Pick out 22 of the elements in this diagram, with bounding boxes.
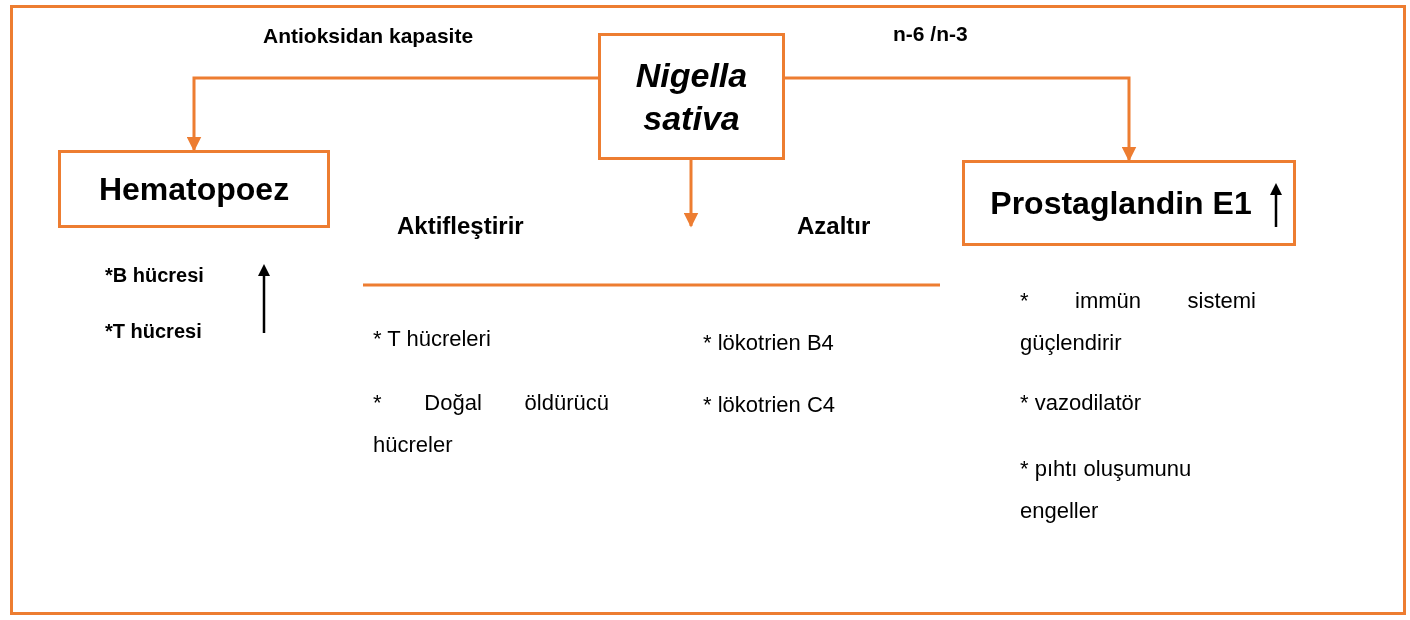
arrow (785, 76, 1137, 162)
note-text: * pıhtı oluşumunu engeller (1020, 455, 1193, 525)
process-box (58, 150, 330, 228)
process-box (598, 33, 785, 160)
node-title: Nigella sativa (634, 55, 749, 139)
process-box (962, 160, 1296, 246)
note-text: * immün sistemi güçlendirir (1020, 287, 1256, 357)
note-text: *B hücresi (105, 263, 205, 288)
note-text: * lökotrien B4 (703, 329, 835, 357)
note-text: * lökotrien C4 (703, 391, 837, 419)
edge-label: Antioksidan kapasite (263, 23, 474, 49)
node-title: Hematopoez (97, 170, 291, 209)
note-text: * T hücreleri (373, 325, 492, 353)
note-text: * Doğal öldürücü hücreler (373, 389, 609, 459)
note-text: Azaltır (797, 211, 872, 241)
note-text: *T hücresi (105, 319, 203, 344)
arrow (683, 160, 699, 228)
node-title: Prostaglandin E1 (989, 184, 1253, 223)
note-text: * vazodilatör (1020, 389, 1143, 417)
note-text: Aktifleştirir (397, 211, 525, 241)
edge-label: n-6 /n-3 (893, 21, 968, 47)
arrow (186, 76, 598, 152)
